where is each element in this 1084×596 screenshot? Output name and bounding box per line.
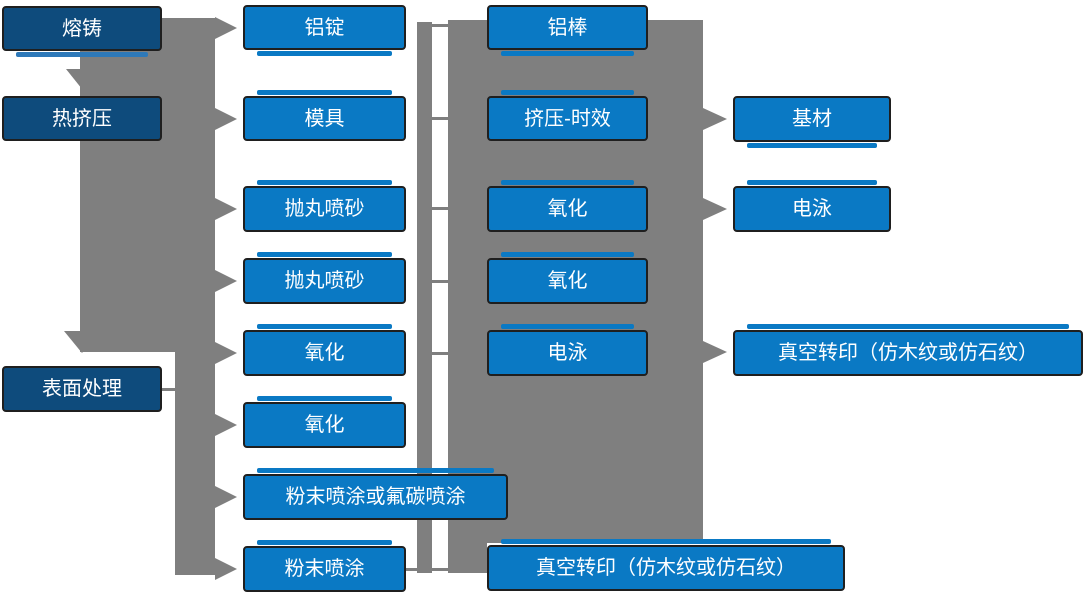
node-fenmo-or-futan-pentu: 粉末喷涂或氟碳喷涂	[243, 468, 508, 520]
arrowhead-to-paowan2-icon	[215, 270, 237, 292]
arrowhead-to-jicai-icon	[703, 108, 727, 130]
node-zhenkong-zhuanyin-bottom: 真空转印（仿木纹或仿石纹）	[487, 539, 845, 591]
link-row2-to-slab	[430, 117, 449, 120]
node-dianyong-col4: 电泳	[733, 180, 891, 232]
node-lvbang: 铝棒	[487, 5, 648, 56]
node-yanghua-col2-1: 氧化	[243, 324, 406, 376]
arrowhead-to-yanghua-c2a-icon	[215, 342, 237, 364]
node-fenmo-pentu: 粉末喷涂	[243, 540, 406, 592]
arrowhead-to-dianyong-c4-icon	[703, 198, 727, 220]
link-row5-to-slab	[430, 352, 449, 355]
link-row3-to-slab	[430, 207, 449, 210]
node-moju: 模具	[243, 90, 406, 141]
node-biaomian-chuli: 表面处理	[2, 366, 162, 412]
arrowhead-down-rongzhu-to-rejiya-icon	[66, 69, 98, 89]
node-zhenkong-zhuanyin-right: 真空转印（仿木纹或仿石纹）	[733, 324, 1083, 376]
node-yanghua-col2-2: 氧化	[243, 396, 406, 448]
connector-left-bar	[175, 352, 215, 575]
node-yanghua-col3-2: 氧化	[487, 252, 648, 304]
arrowhead-to-lvding-icon	[215, 17, 237, 39]
link-row1-to-slab	[430, 24, 449, 27]
arrowhead-down-to-biaomianchuli-icon	[64, 331, 100, 353]
node-yanghua-col3-1: 氧化	[487, 180, 648, 232]
node-rejiya: 热挤压	[2, 96, 162, 141]
node-jiya-shixiao: 挤压-时效	[487, 90, 648, 141]
node-dianyong-col3: 电泳	[487, 324, 648, 376]
arrowhead-to-moju-icon	[215, 108, 237, 130]
arrowhead-to-zhenkong-right-icon	[703, 341, 727, 363]
arrowhead-to-yanghua-c2b-icon	[215, 414, 237, 436]
link-row4-to-slab	[430, 280, 449, 283]
arrowhead-to-fenmo-icon	[215, 558, 237, 580]
node-paowan-pensha-1: 抛丸喷砂	[243, 180, 406, 232]
link-bottom-to-slab	[406, 568, 449, 571]
arrowhead-to-paowan1-icon	[215, 198, 237, 220]
link-biaomianchuli-to-bar	[161, 388, 177, 391]
node-paowan-pensha-2: 抛丸喷砂	[243, 252, 406, 304]
connector-middle-bar	[417, 22, 432, 573]
node-lvding: 铝锭	[243, 5, 406, 56]
connector-left-block	[80, 18, 215, 352]
arrowhead-to-fenmo-or-icon	[215, 486, 237, 508]
connector-center-slab-tongue	[448, 543, 487, 573]
node-jicai: 基材	[733, 96, 891, 148]
node-rongzhu: 熔铸	[2, 6, 162, 57]
